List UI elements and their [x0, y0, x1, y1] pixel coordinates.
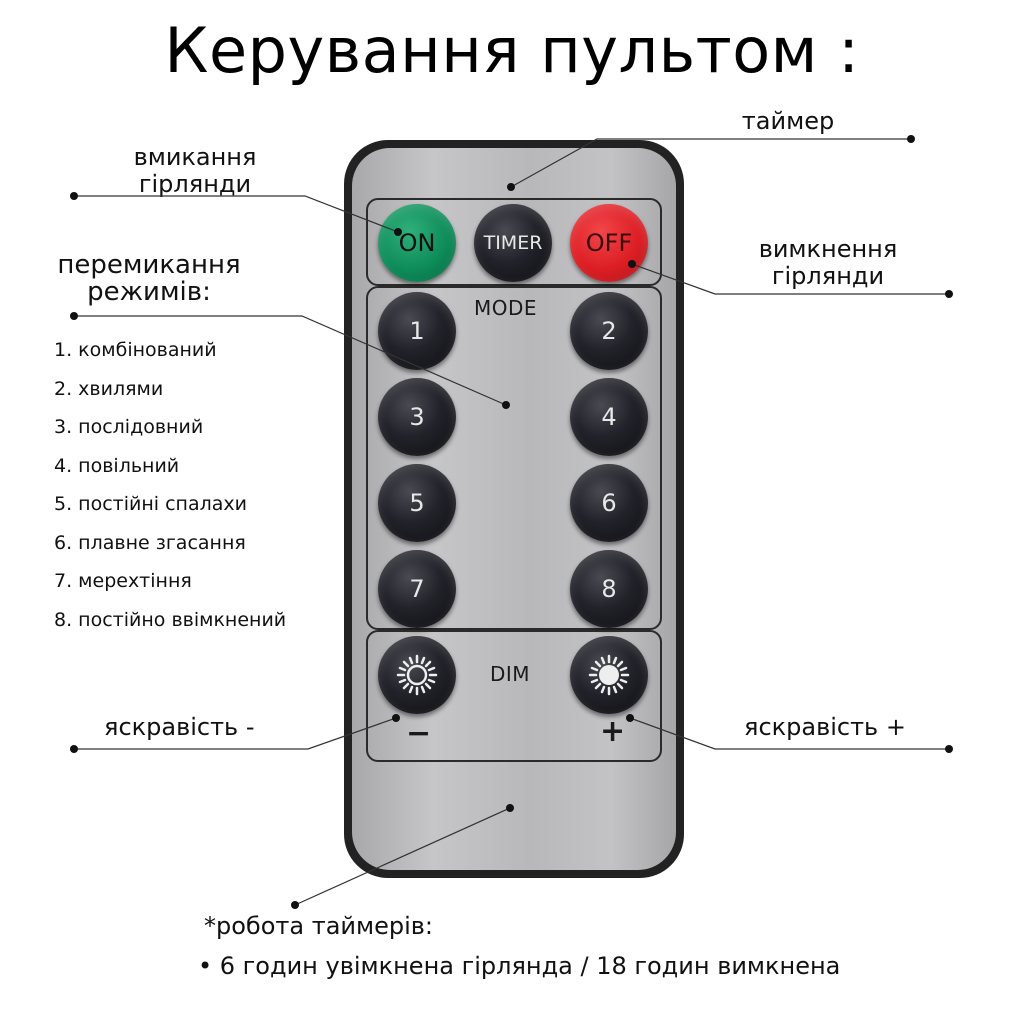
label-timer: таймер	[741, 107, 835, 135]
page-title: Керування пультом :	[164, 14, 860, 87]
label-power-on: вмикання гірлянди	[120, 144, 270, 198]
brightness-up-button[interactable]	[570, 636, 648, 714]
timer-note-heading: *робота таймерів:	[204, 912, 434, 940]
remote-control: ON TIMER OFF MODE 1 2 3 4 5 6 7 8 DIM	[344, 140, 684, 878]
off-button[interactable]: OFF	[570, 204, 648, 282]
mode-item: 2. хвилями	[54, 377, 164, 400]
on-button[interactable]: ON	[378, 204, 456, 282]
label-power-on-line2: гірлянди	[138, 170, 252, 198]
mode-item: 8. постійно ввімкнений	[54, 608, 287, 631]
sun-large-icon	[588, 654, 630, 696]
remote-face: ON TIMER OFF MODE 1 2 3 4 5 6 7 8 DIM	[352, 148, 676, 870]
mode-2-button[interactable]: 2	[570, 292, 648, 370]
mode-8-button[interactable]: 8	[570, 550, 648, 628]
sun-small-icon	[396, 654, 438, 696]
label-modes-heading: перемикання режимів:	[44, 252, 254, 306]
mode-6-label: 6	[601, 489, 617, 517]
mode-5-button[interactable]: 5	[378, 464, 456, 542]
mode-label: MODE	[474, 296, 538, 320]
mode-item: 7. мерехтіння	[54, 570, 192, 592]
label-brightness-minus: яскравість -	[104, 713, 255, 741]
timer-note-text: • 6 годин увімкнена гірлянда / 18 годин …	[198, 952, 841, 980]
mode-1-label: 1	[409, 317, 425, 345]
mode-3-button[interactable]: 3	[378, 378, 456, 456]
mode-8-label: 8	[601, 575, 617, 603]
mode-item: 1. комбінований	[54, 339, 217, 361]
mode-panel	[366, 286, 662, 630]
brightness-down-button[interactable]	[378, 636, 456, 714]
minus-sign: −	[406, 716, 432, 751]
label-power-off-line2: гірлянди	[771, 262, 885, 290]
dim-panel	[366, 630, 662, 762]
mode-4-label: 4	[601, 403, 617, 431]
mode-item: 3. послідовний	[54, 416, 204, 438]
mode-3-label: 3	[409, 403, 425, 431]
mode-7-button[interactable]: 7	[378, 550, 456, 628]
timer-button[interactable]: TIMER	[474, 204, 552, 282]
dim-label: DIM	[490, 662, 531, 686]
mode-item: 4. повільний	[54, 454, 180, 477]
mode-item: 6. плавне згасання	[54, 531, 246, 554]
mode-7-label: 7	[409, 575, 425, 603]
mode-4-button[interactable]: 4	[570, 378, 648, 456]
off-button-label: OFF	[585, 229, 633, 257]
label-brightness-plus: яскравість +	[744, 713, 906, 741]
label-power-off-line1: вимкнення	[758, 235, 898, 263]
modes-list: 1. комбінований 2. хвилями 3. послідовни…	[54, 336, 286, 644]
mode-item: 5. постійні спалахи	[54, 493, 247, 515]
mode-2-label: 2	[601, 317, 617, 345]
mode-5-label: 5	[409, 489, 425, 517]
label-power-on-line1: вмикання	[133, 143, 257, 171]
plus-sign: +	[600, 714, 626, 749]
label-power-off: вимкнення гірлянди	[748, 236, 908, 290]
mode-6-button[interactable]: 6	[570, 464, 648, 542]
timer-button-label: TIMER	[483, 232, 543, 254]
on-button-label: ON	[398, 229, 436, 257]
modes-heading-line1: перемикання	[57, 250, 241, 280]
mode-1-button[interactable]: 1	[378, 292, 456, 370]
power-panel	[366, 198, 662, 286]
modes-heading-line2: режимів:	[87, 277, 211, 307]
